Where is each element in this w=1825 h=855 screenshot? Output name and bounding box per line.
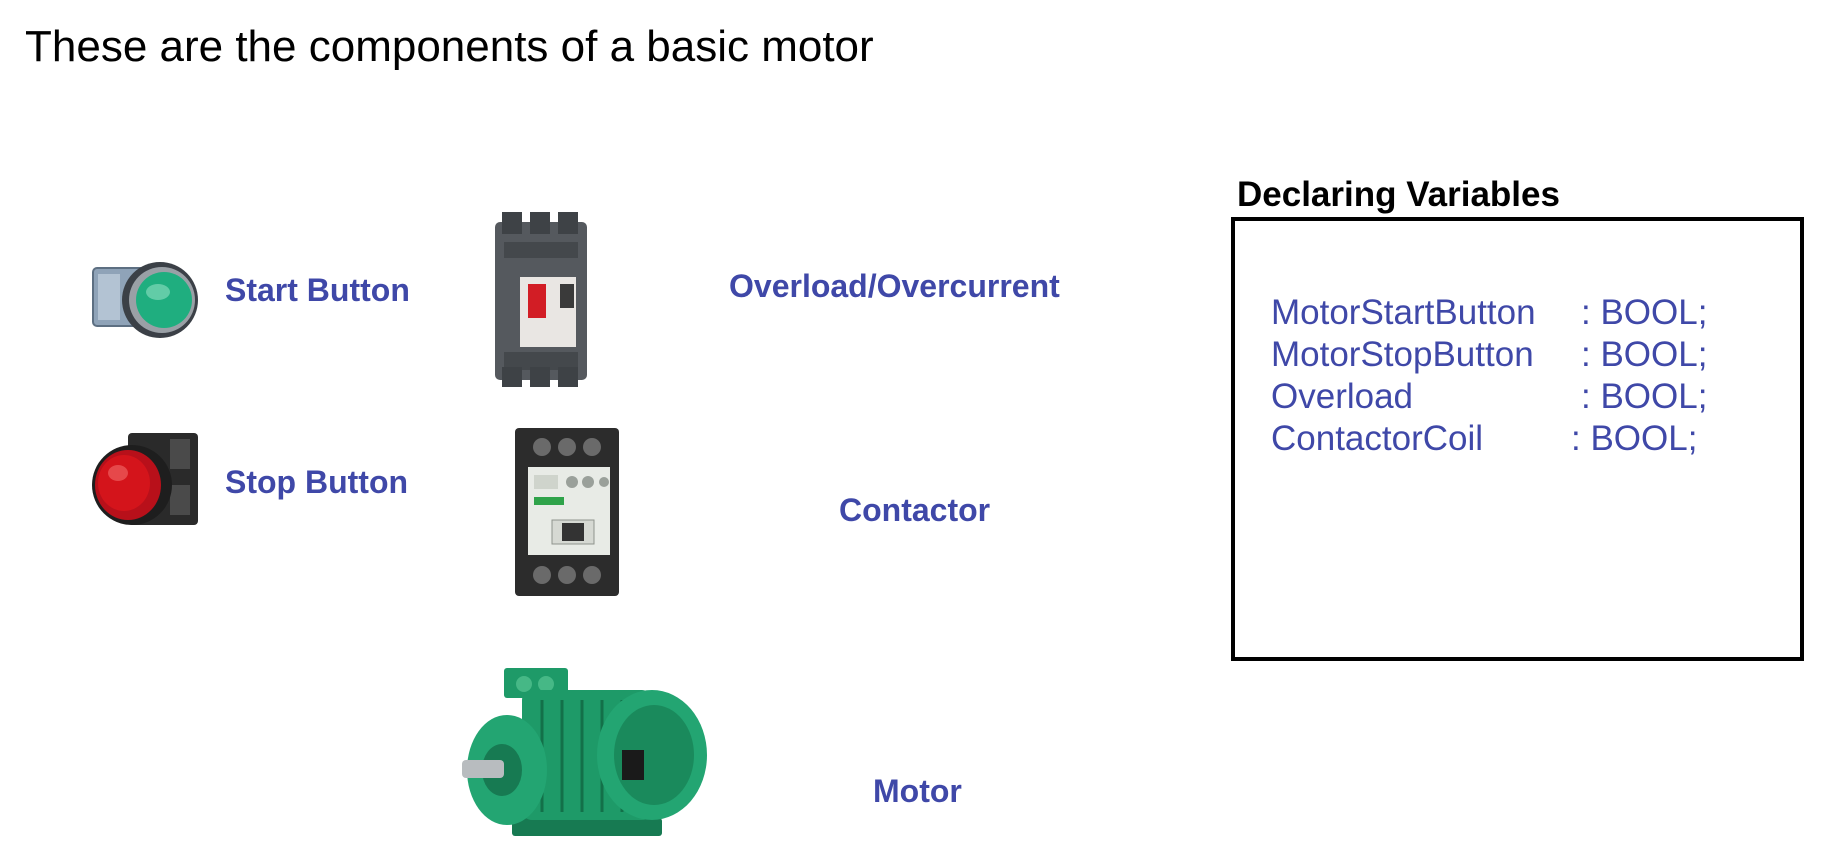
start-button-label: Start Button — [225, 272, 410, 308]
variable-name: MotorStartButton — [1271, 293, 1536, 332]
variable-type: : BOOL; — [1581, 377, 1708, 416]
motor-image — [462, 660, 712, 850]
motor-label: Motor — [873, 773, 962, 809]
overload-relay-image — [490, 212, 595, 387]
variable-declaration: MotorStartButton : BOOL; — [1271, 293, 1707, 333]
start-button-image — [88, 250, 208, 345]
contactor-image — [512, 425, 622, 600]
variable-declarations-box: MotorStartButton : BOOL; MotorStopButton… — [1231, 217, 1804, 661]
variable-type: : BOOL; — [1581, 293, 1708, 332]
overload-label: Overload/Overcurrent — [729, 268, 1060, 304]
declaring-variables-heading: Declaring Variables — [1237, 175, 1560, 214]
stop-button-label: Stop Button — [225, 464, 409, 500]
variable-name: MotorStopButton — [1271, 335, 1534, 374]
variable-declaration: MotorStopButton : BOOL; — [1271, 335, 1707, 375]
variable-name: Overload — [1271, 377, 1414, 416]
variable-declaration: ContactorCoil : BOOL; — [1271, 419, 1697, 459]
variable-declaration: Overload : BOOL; — [1271, 377, 1707, 417]
contactor-label: Contactor — [839, 492, 991, 528]
variable-type: : BOOL; — [1571, 419, 1698, 458]
variable-name: ContactorCoil — [1271, 419, 1484, 458]
variable-type: : BOOL; — [1581, 335, 1708, 374]
stop-button-image — [90, 425, 210, 535]
page-title: These are the components of a basic moto… — [25, 22, 874, 71]
